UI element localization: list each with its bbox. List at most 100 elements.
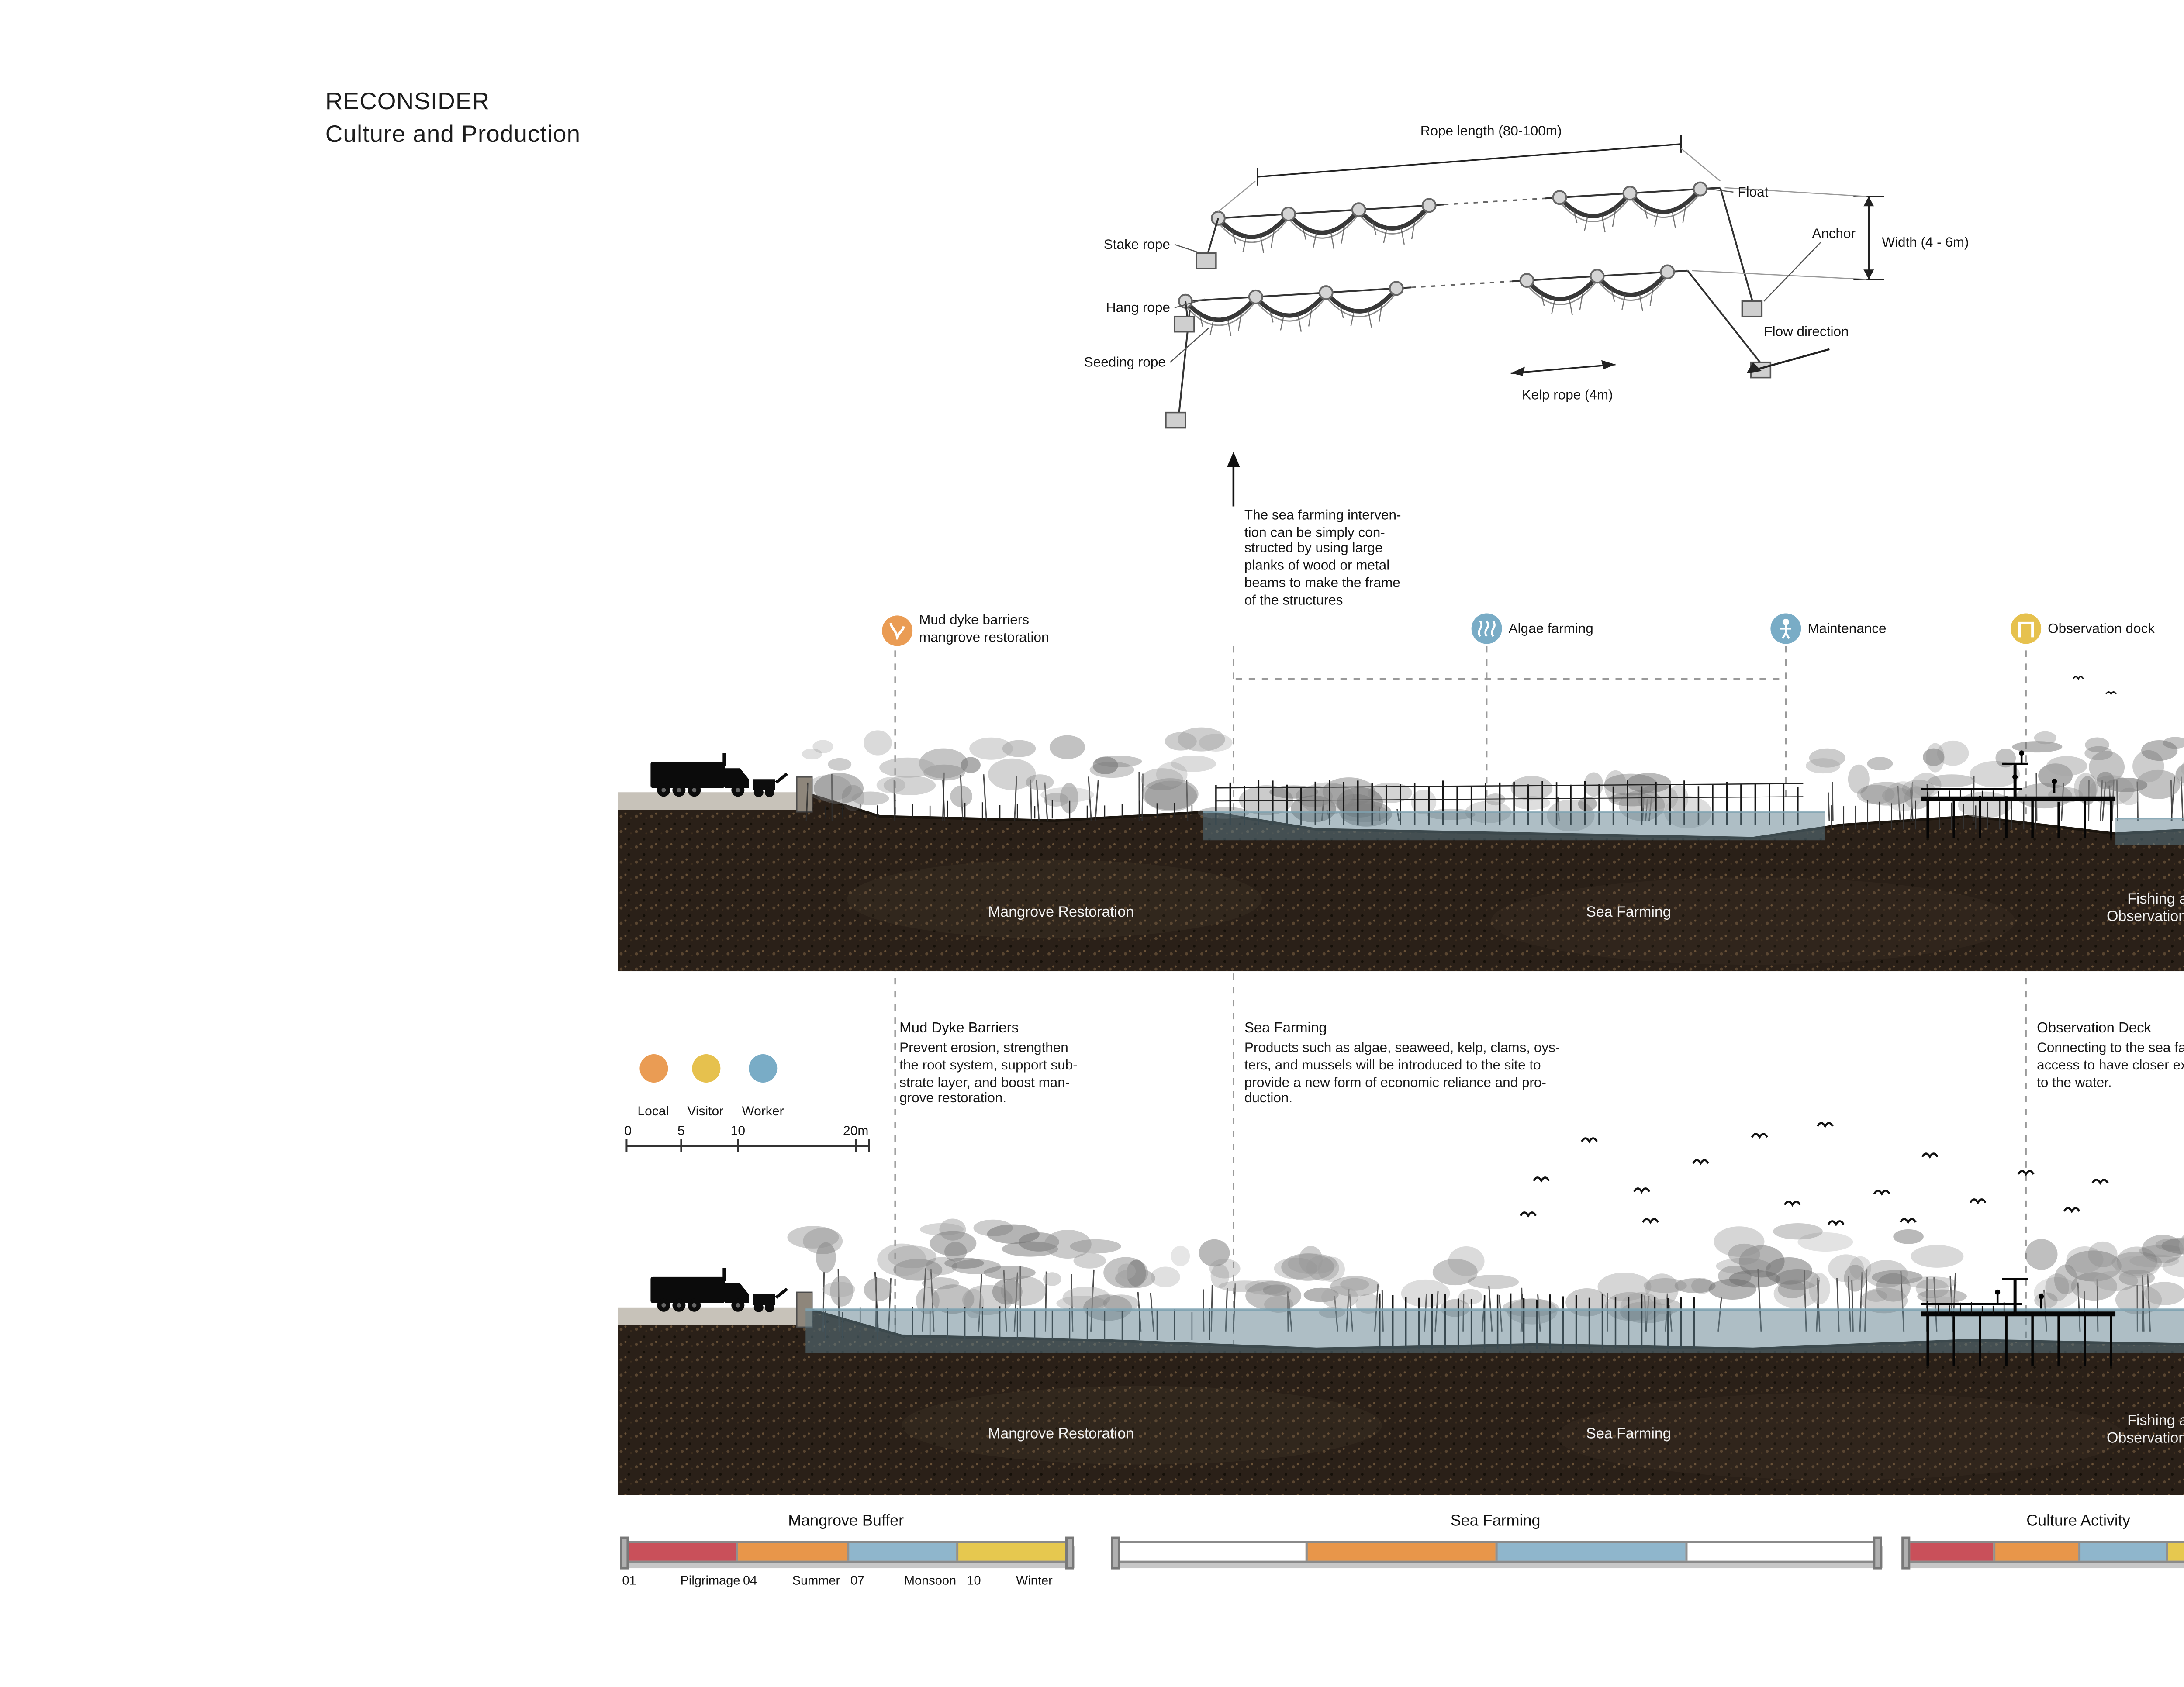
observation-dock-icon: [2011, 613, 2042, 644]
observation-dock: [1921, 750, 2116, 838]
description-observation-deck: Observation Deck Connecting to the sea f…: [2037, 1021, 2184, 1092]
zone-label-mangrove-restoration: Mangrove Restoration: [988, 906, 1134, 921]
kelp-farm-diagram: Rope length (80-100m) Width (4 - 6m) Flo…: [1084, 123, 1969, 429]
tick: Monsoon: [904, 1576, 957, 1589]
worker-label: Worker: [742, 1106, 784, 1120]
kelp-rig: [1178, 181, 1721, 336]
tick: 04: [743, 1576, 757, 1589]
bar-end-cap: [1064, 1536, 1073, 1570]
legend-worker: Worker: [742, 1054, 784, 1126]
timeline-title: Sea Farming: [1450, 1510, 1541, 1530]
mud-dyke-label: Mud dyke barriers mangrove restoration: [919, 613, 1049, 645]
road: [618, 792, 802, 810]
bar-end-cap: [619, 1536, 628, 1570]
algae-farming-label: Algae farming: [1508, 622, 1593, 638]
title-block: RECONSIDER Culture and Production: [325, 87, 581, 151]
tick: 10: [967, 1576, 981, 1589]
timeline-segment: [1495, 1543, 1686, 1561]
seeding-rope-label: Seeding rope: [1084, 355, 1166, 370]
zone-label-mangrove-restoration: Mangrove Restoration: [988, 1427, 1134, 1443]
anchor-blocks: [1165, 252, 1772, 429]
kelp-rope-label: Kelp rope (4m): [1522, 387, 1613, 403]
timeline-segment: [1992, 1543, 2079, 1561]
dyke-wall: [796, 776, 813, 813]
visitor-label: Visitor: [687, 1106, 724, 1120]
local-dot: [639, 1054, 667, 1083]
hang-rope-label: Hang rope: [1106, 300, 1170, 315]
vegetation: [787, 1218, 2184, 1332]
description-title: Mud Dyke Barriers: [899, 1021, 1019, 1037]
legend: Local Visitor Worker: [637, 1054, 792, 1126]
water-aquaculture: [2115, 818, 2184, 845]
zone-label-fishing-dock: Fishing and Observation Dock: [2106, 1414, 2184, 1448]
timeline-segment: [1115, 1543, 1306, 1561]
description-mud-dyke: Mud Dyke Barriers Prevent erosion, stren…: [899, 1021, 1148, 1109]
tick: Pilgrimage: [680, 1576, 740, 1589]
worker-dot: [748, 1054, 777, 1083]
tick: Winter: [1016, 1576, 1053, 1589]
maintenance-icon: [1770, 613, 1801, 644]
scale-bar: 0 5 10 20m: [624, 1124, 870, 1152]
timeline-ticks: 01 Pilgrimage 04 Summer 07 Monsoon 10 Wi…: [622, 1576, 1070, 1594]
timeline-title: Culture Activity: [2026, 1510, 2130, 1530]
description-sea-farming: Sea Farming Products such as algae, seaw…: [1244, 1021, 1659, 1109]
maintenance-label: Maintenance: [1807, 622, 1887, 638]
local-label: Local: [637, 1106, 669, 1120]
timeline-bar: [1900, 1536, 2184, 1570]
float-label: Float: [1738, 184, 1768, 200]
section-high-tide: [618, 1218, 2184, 1495]
stake-rope-label: Stake rope: [1104, 237, 1170, 252]
timeline-bar: [1110, 1536, 1881, 1570]
road: [618, 1307, 802, 1325]
description-title: Sea Farming: [1244, 1021, 1327, 1037]
bar-end-cap: [1872, 1536, 1881, 1570]
truck: [650, 1268, 749, 1312]
timeline-segment: [2078, 1543, 2165, 1561]
timeline-title: Mangrove Buffer: [788, 1510, 904, 1530]
timeline-segment: [846, 1543, 957, 1561]
visitor-dot: [691, 1054, 720, 1083]
up-arrow: [1227, 452, 1240, 507]
description-body: Products such as algae, seaweed, kelp, c…: [1244, 1041, 1560, 1107]
zone-label-sea-farming: Sea Farming: [1586, 1427, 1671, 1443]
construction-note: The sea farming interven- tion can be si…: [1244, 508, 1401, 608]
timeline-segment: [1685, 1543, 1876, 1561]
algae-farming-icon: [1471, 613, 1502, 644]
section-low-tide: [618, 727, 2184, 972]
zone-label-fishing-dock: Fishing and Observation Dock: [2106, 893, 2184, 926]
timeline-segment: [2164, 1543, 2184, 1561]
bar-end-cap: [1110, 1536, 1119, 1570]
legend-visitor: Visitor: [687, 1054, 723, 1126]
timeline-mangrove-buffer: Mangrove Buffer 01 Pilgrimage 04 Summer …: [619, 1510, 1073, 1594]
tick: 01: [622, 1576, 636, 1589]
width-label: Width (4 - 6m): [1882, 235, 1969, 250]
legend-local: Local: [637, 1054, 669, 1126]
timeline-sea-farming: Sea Farming: [1110, 1510, 1881, 1570]
timeline-segment: [1305, 1543, 1496, 1561]
truck: [650, 753, 749, 797]
page-title: RECONSIDER: [325, 89, 490, 116]
tick: 07: [850, 1576, 865, 1589]
observation-dock: [1921, 1278, 2116, 1366]
description-body: Prevent erosion, strengthen the root sys…: [899, 1041, 1078, 1107]
flow-direction-label: Flow direction: [1764, 324, 1849, 339]
description-body: Connecting to the sea farm, allow access…: [2037, 1041, 2184, 1090]
scale-20m: 20m: [843, 1124, 868, 1138]
timeline-culture-activity: Culture Activity: [1900, 1510, 2184, 1570]
page-subtitle: Culture and Production: [325, 121, 581, 148]
zone-label-sea-farming: Sea Farming: [1586, 906, 1671, 921]
scale-5: 5: [677, 1124, 685, 1138]
timeline-segment: [624, 1543, 736, 1561]
tick: Summer: [792, 1576, 840, 1589]
mud-dyke-icon: [882, 615, 913, 646]
birds: [1520, 676, 2117, 1227]
vegetation: [802, 727, 2184, 832]
anchor-label: Anchor: [1812, 226, 1856, 241]
observation-dock-label: Observation dock: [2048, 622, 2155, 638]
scale-0: 0: [624, 1124, 632, 1138]
timeline-segment: [1906, 1543, 1992, 1561]
description-title: Observation Deck: [2037, 1021, 2152, 1037]
timeline-segment: [735, 1543, 846, 1561]
